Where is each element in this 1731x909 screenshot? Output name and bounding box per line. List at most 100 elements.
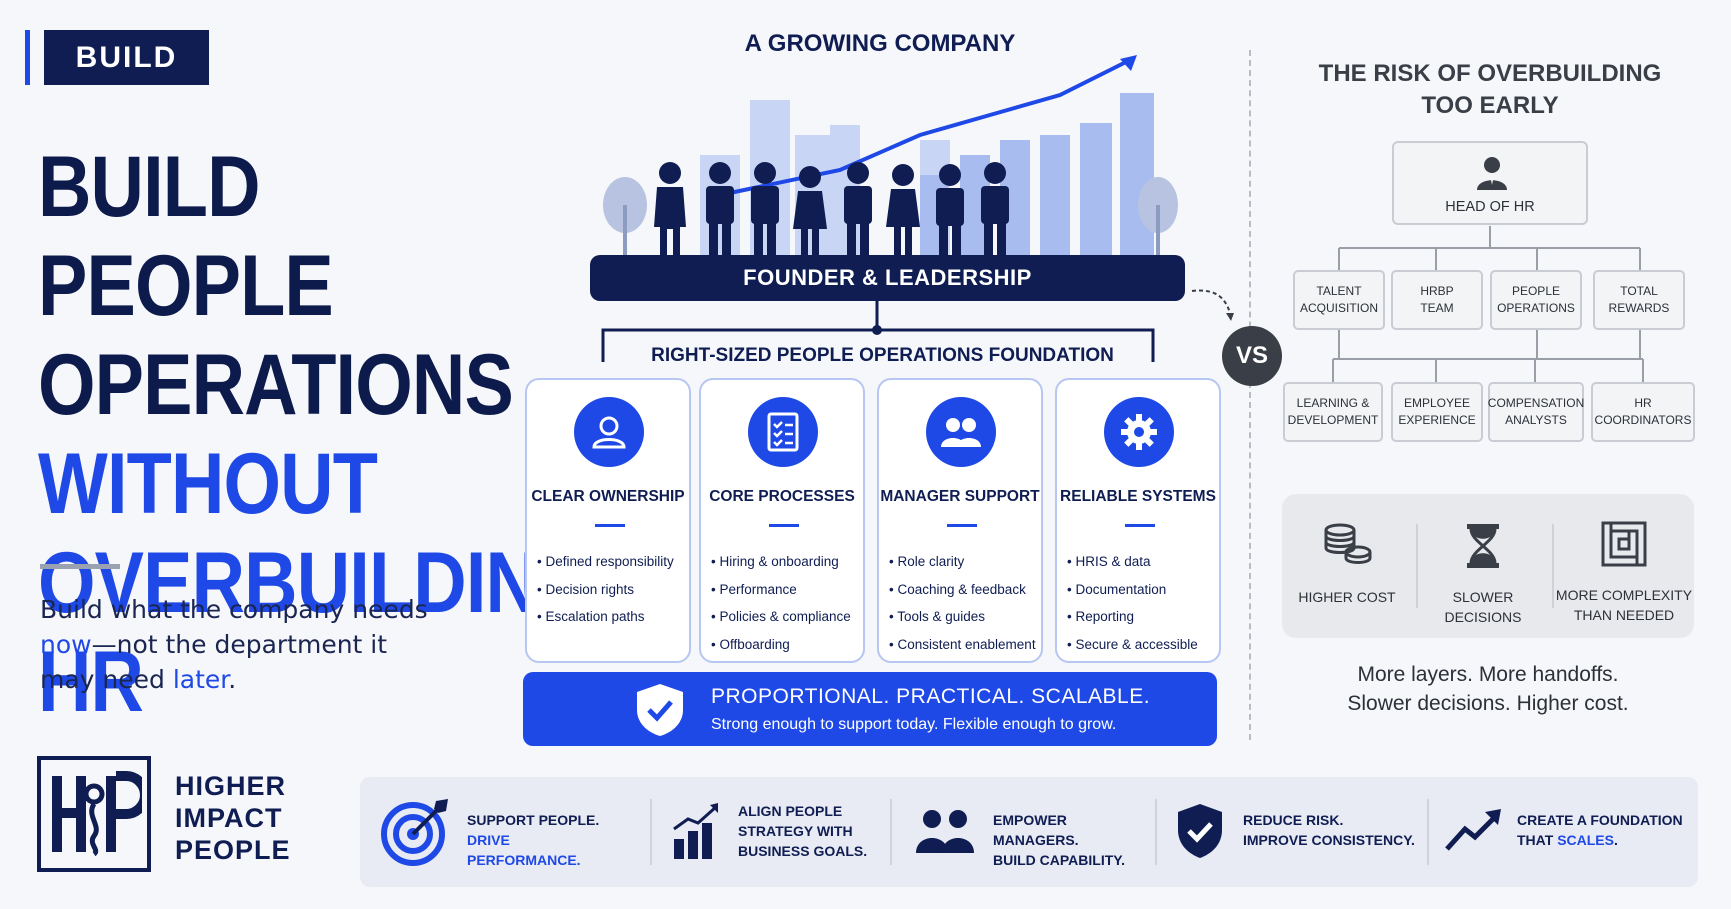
headline-line-1: BUILD PEOPLE [38,139,334,334]
person-icon [1477,157,1507,190]
headline-divider [40,564,120,569]
subtitle-part-1: Build what the company needs [40,595,428,624]
benefit-empower-managers: EMPOWER MANAGERS. BUILD CAPABILITY. [915,777,1155,887]
benefit-align-strategy: ALIGN PEOPLE STRATEGY WITH BUSINESS GOAL… [672,777,892,887]
org-box-label: TALENT [1316,284,1362,298]
banner-tagline: Strong enough to support today. Flexible… [711,716,1117,733]
org-box-label: DEVELOPMENT [1287,413,1379,427]
card-divider [769,524,799,527]
card-reliable-systems: RELIABLE SYSTEMS HRIS & data Documentati… [1055,378,1221,663]
team-silhouettes [654,162,1009,257]
headline-line-2: OPERATIONS [38,337,514,433]
benefit-line-2-end: . [1613,832,1618,848]
list-item: Consistent enablement [889,631,1035,659]
cost-item-complexity: MORE COMPLEXITY THAN NEEDED [1554,494,1694,638]
brand-name: HIGHER IMPACT PEOPLE [175,770,291,866]
benefit-divider [1427,799,1429,865]
cost-label: SLOWER [1452,589,1514,605]
shield-check-icon [637,684,683,736]
benefit-divider [1155,799,1157,865]
org-box-label: REWARDS [1608,301,1670,315]
summary-line-2: Slower decisions. Higher cost. [1347,692,1629,715]
headline-line-4: OVERBUILDING HR [38,535,596,730]
risk-title: THE RISK OF OVERBUILDING TOO EARLY [1300,58,1680,122]
org-head-label: HEAD OF HR [1445,199,1535,215]
org-box-label: COMPENSATION [1487,396,1585,410]
benefit-line-2: STRATEGY WITH [738,823,853,839]
org-box-label: COORDINATORS [1594,413,1692,427]
benefit-line-1: SUPPORT PEOPLE. [467,812,600,828]
list-item: Offboarding [711,631,851,659]
tag-accent-bar [25,30,30,85]
list-item: Role clarity [889,548,1036,576]
subtitle-highlight-now: now [40,630,92,659]
risk-title-line-2: TOO EARLY [1421,92,1559,119]
benefit-highlight-scales: SCALES [1557,832,1614,848]
list-item: Secure & accessible [1067,631,1197,659]
card-clear-ownership: CLEAR OWNERSHIP Defined responsibility D… [525,378,691,663]
org-box-label: HR [1634,396,1652,410]
banner-headline: PROPORTIONAL. PRACTICAL. SCALABLE. [711,685,1151,708]
benefit-line-2-text: THAT [1517,832,1558,848]
org-box-label: ANALYSTS [1505,413,1567,427]
benefit-line-2: DRIVE PERFORMANCE. [467,832,581,868]
gear-icon [1104,397,1174,467]
org-box-people-operations: PEOPLE OPERATIONS [1490,270,1582,330]
cost-label: DECISIONS [1444,609,1522,625]
org-box-label: HRBP [1420,284,1454,298]
subtitle-highlight-later: later [172,665,229,694]
target-icon [381,799,448,866]
org-box-label: ACQUISITION [1299,301,1378,315]
cost-divider [1552,524,1554,608]
org-box-label: EXPERIENCE [1398,413,1476,427]
list-item: Reporting [1067,603,1198,631]
card-list: Defined responsibility Decision rights E… [537,548,674,631]
headline-line-3: WITHOUT [38,436,378,532]
org-box-label: TEAM [1420,301,1454,315]
list-item: Hiring & onboarding [711,548,851,576]
section-divider [1249,50,1251,740]
dashed-arrow-icon [1191,289,1234,321]
list-item: Policies & compliance [711,603,850,631]
brand-name-line-2: IMPACT [175,803,283,833]
benefit-line-1: EMPOWER MANAGERS. [993,812,1079,848]
org-head-of-hr: HEAD OF HR [1392,141,1588,225]
benefit-line-1: ALIGN PEOPLE [738,803,843,819]
list-item: Performance [711,576,851,604]
card-manager-support: MANAGER SUPPORT Role clarity Coaching & … [877,378,1043,663]
card-divider [595,524,625,527]
benefit-divider [890,799,892,865]
org-box-hrbp-team: HRBP TEAM [1391,270,1483,330]
org-box-learning-development: LEARNING &DEVELOPMENT [1283,382,1383,442]
brand-name-line-1: HIGHER [175,771,287,801]
overbuilding-costs-panel: HIGHER COST SLOWER DECISIONS MORE COMPLE… [1282,494,1694,638]
list-item: Documentation [1067,576,1198,604]
org-box-label: PEOPLE [1511,284,1560,298]
benefit-reduce-risk: REDUCE RISK. IMPROVE CONSISTENCY. [1175,777,1415,887]
cost-label: MORE COMPLEXITY [1555,587,1693,603]
growing-company-title: A GROWING COMPANY [744,30,1016,57]
trend-arrow-head [1120,55,1137,71]
cost-divider [1416,524,1418,608]
cost-item-slower-decisions: SLOWER DECISIONS [1418,494,1548,638]
foundation-connector [601,300,1155,362]
org-box-label: TOTAL [1620,284,1658,298]
benefit-line-2: THAT SCALES. [1517,830,1683,850]
risk-title-line-1: THE RISK OF OVERBUILDING [1318,60,1662,87]
card-divider [1125,524,1155,527]
org-box-label: OPERATIONS [1497,301,1575,315]
card-core-processes: CORE PROCESSES Hiring & onboarding Perfo… [699,378,865,663]
cost-item-higher-cost: HIGHER COST [1282,494,1412,638]
benefit-divider [650,799,652,865]
subtitle: Build what the company needs now—not the… [40,592,440,697]
benefit-line-1: REDUCE RISK. [1243,812,1344,828]
people-icon [916,810,974,853]
list-item: Coaching & feedback [889,576,1036,604]
card-list: HRIS & data Documentation Reporting Secu… [1067,548,1198,659]
card-list: Role clarity Coaching & feedback Tools &… [889,548,1036,659]
org-box-hr-coordinators: HR COORDINATORS [1591,382,1695,442]
benefit-line-1: CREATE A FOUNDATION [1517,812,1683,828]
maze-icon [1601,521,1647,567]
list-item: Escalation paths [537,603,674,631]
card-title: CLEAR OWNERSHIP [531,488,685,505]
